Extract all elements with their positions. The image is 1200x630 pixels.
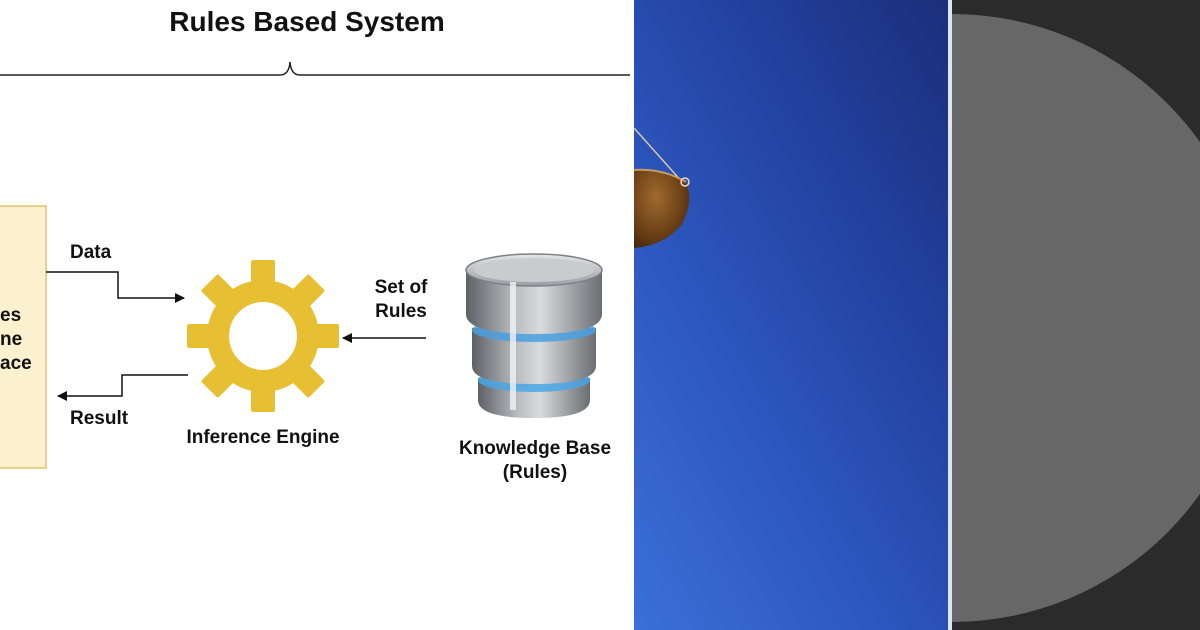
knowledge-base-label: Knowledge Base (Rules)	[440, 437, 630, 485]
interface-label: es ne ace	[0, 304, 32, 376]
result-label: Result	[70, 408, 129, 429]
scale-pan-icon	[634, 127, 690, 248]
data-arrow	[46, 271, 185, 303]
interface-box	[0, 205, 47, 469]
scale-photo	[634, 127, 690, 248]
gear-icon	[187, 260, 339, 412]
set-of-rules-line: Set of	[374, 277, 428, 298]
title-brace	[0, 61, 630, 76]
data-label: Data	[70, 242, 112, 263]
interface-label-line: ace	[0, 353, 32, 374]
diagram-canvas	[0, 61, 630, 469]
set-of-rules-label: Set of Rules	[356, 276, 446, 324]
interface-label-line: es	[0, 305, 22, 326]
knowledge-base-line: (Rules)	[502, 462, 568, 483]
diagram-panel: Rules Based System es ne ace Data Result…	[0, 6, 630, 485]
inference-engine-label: Inference Engine	[186, 427, 340, 448]
result-arrow	[57, 374, 188, 401]
diagram-title: Rules Based System	[169, 6, 445, 37]
gray-half-circle	[952, 14, 1200, 622]
circle-panel	[952, 0, 1200, 630]
interface-label-line: ne	[0, 329, 23, 350]
knowledge-base-line: Knowledge Base	[458, 438, 612, 459]
database-icon	[465, 253, 603, 418]
panel-divider	[948, 0, 952, 630]
photo-panel	[634, 0, 948, 630]
set-of-rules-line: Rules	[375, 301, 427, 322]
circle-graphic	[952, 14, 1200, 622]
